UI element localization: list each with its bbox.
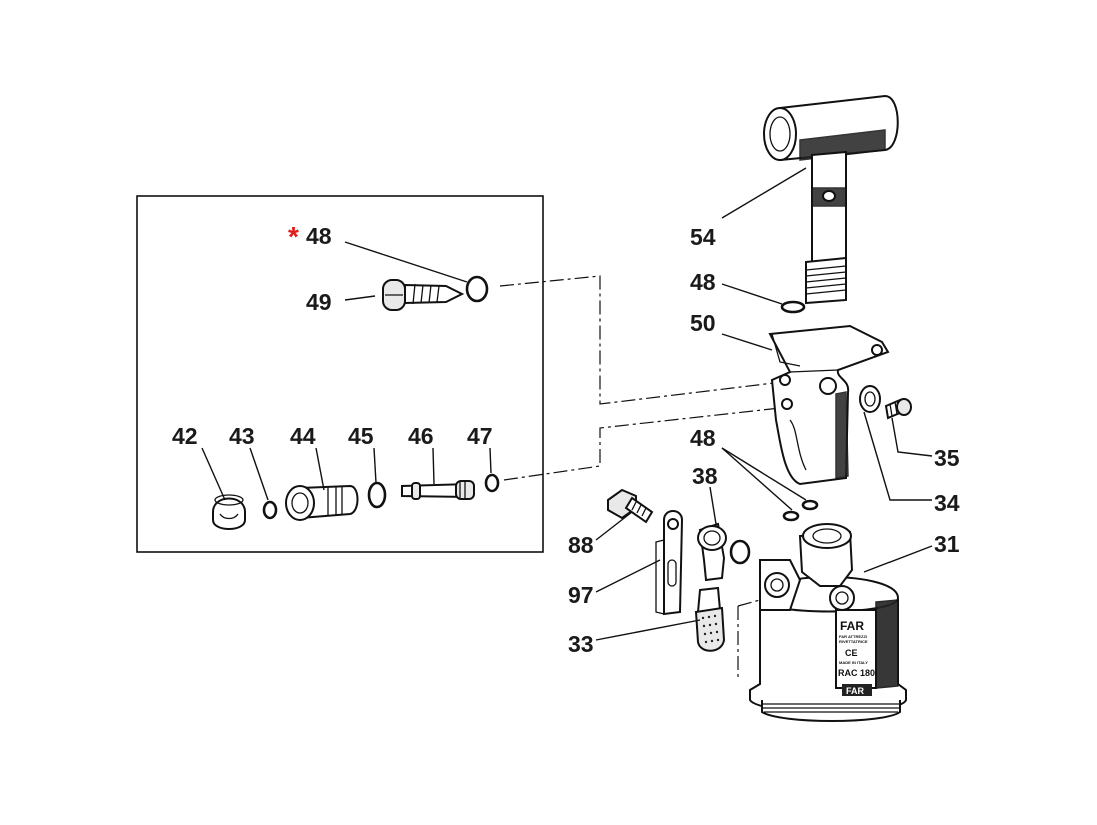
callout-50: 50 (690, 310, 716, 336)
connection-line-body-top (737, 599, 761, 607)
grip-handle-50 (768, 324, 890, 486)
body-brand: FAR (840, 619, 864, 633)
o-ring-48-top (780, 300, 806, 314)
o-ring-48-mid-a (801, 499, 819, 511)
o-ring-48-mid-b (782, 510, 800, 522)
callout-46: 46 (408, 423, 434, 449)
body-label-plate (835, 609, 877, 689)
body-ce-mark: CE (845, 648, 858, 658)
callout-43: 43 (229, 423, 255, 449)
callout-33: 33 (568, 631, 594, 657)
connection-line-upper (499, 275, 783, 405)
body-line2: RIVETTATRICE (839, 639, 868, 644)
callout-97: 97 (568, 582, 594, 608)
callout-45: 45 (348, 423, 374, 449)
connection-line-lower (503, 407, 781, 481)
t-handle-54 (763, 94, 899, 305)
bushing-44 (285, 484, 359, 521)
muffler-33 (694, 586, 726, 652)
callout-54: 54 (690, 224, 716, 250)
callout-44: 44 (290, 423, 316, 449)
screw-49 (382, 279, 465, 311)
cap-42 (212, 494, 246, 530)
o-ring-48-inset (465, 275, 489, 303)
inset-frame (136, 195, 544, 553)
bracket-97 (655, 510, 684, 616)
callout-35: 35 (934, 445, 960, 471)
asterisk-marker: * (288, 221, 299, 252)
callout-38: 38 (692, 463, 718, 489)
callout-49: 49 (306, 289, 332, 315)
washer-34 (859, 385, 881, 413)
o-ring-47 (484, 473, 500, 493)
callout-34: 34 (934, 490, 960, 516)
callout-48-mid: 48 (690, 425, 716, 451)
elbow-fitting-38 (697, 522, 751, 582)
leader-lines (201, 167, 933, 641)
tool-body-31: FAR FAR ATTREZZI RIVETTATRICE CE MADE IN… (749, 523, 907, 722)
connection-lines (499, 275, 783, 680)
o-ring-45 (367, 481, 387, 509)
callout-48-top: 48 (690, 269, 716, 295)
bolt-88 (607, 488, 654, 524)
body-model: RAC 180 (838, 668, 875, 678)
screw-35 (884, 398, 912, 420)
pin-46 (401, 480, 475, 500)
body-line3: MADE IN ITALY (839, 660, 868, 665)
callout-88: 88 (568, 532, 594, 558)
body-line1: FAR ATTREZZI (839, 634, 867, 639)
callout-42: 42 (172, 423, 198, 449)
callout-47: 47 (467, 423, 493, 449)
callout-48-inset: 48 (306, 223, 332, 249)
o-ring-43 (262, 500, 278, 520)
callout-31: 31 (934, 531, 960, 557)
callout-labels: * 48 49 42 43 44 45 46 47 54 48 50 48 38… (172, 221, 960, 657)
body-bottom-logo: FAR (846, 686, 865, 696)
